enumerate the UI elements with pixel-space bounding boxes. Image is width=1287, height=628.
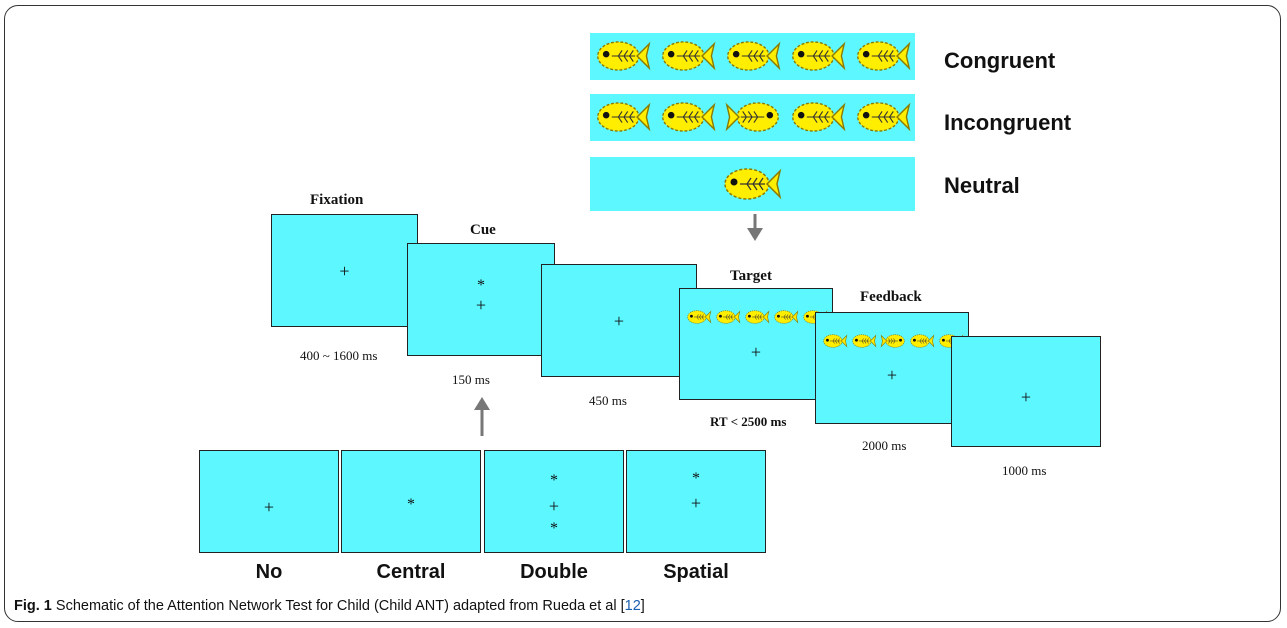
double-cue-screen: * + * xyxy=(484,450,624,553)
fish-icon xyxy=(822,333,848,349)
down-arrow-icon xyxy=(747,214,763,241)
fixation-screen: + xyxy=(271,214,418,327)
interval-screen: + xyxy=(541,264,697,377)
incongruent-label: Incongruent xyxy=(944,110,1072,135)
feedback-title: Feedback xyxy=(860,289,922,305)
feedback-duration: 2000 ms xyxy=(862,438,907,453)
fixation-duration: 400 ~ 1600 ms xyxy=(300,348,378,363)
feedback-screen: + xyxy=(815,312,969,424)
target-duration: RT < 2500 ms xyxy=(710,414,787,429)
figure-frame xyxy=(4,5,1281,622)
spatial-cue-screen: * + xyxy=(626,450,766,553)
fish-icon xyxy=(659,38,717,74)
feedback-cross-icon: + xyxy=(886,364,898,385)
congruent-label: Congruent xyxy=(944,48,1056,73)
feedback-fish-row xyxy=(820,331,966,351)
fish-icon xyxy=(789,38,847,74)
spatial-cue-cross-icon: + xyxy=(690,492,702,513)
target-screen: + xyxy=(679,288,833,400)
central-cue-screen: * xyxy=(341,450,481,553)
cue-cross-icon: + xyxy=(475,295,487,316)
fish-icon xyxy=(724,99,782,135)
fish-icon xyxy=(789,99,847,135)
caption-text: Schematic of the Attention Network Test … xyxy=(51,598,625,614)
up-arrow-icon xyxy=(474,397,490,436)
target-title: Target xyxy=(730,268,772,284)
spatial-cue-label: Spatial xyxy=(663,561,729,583)
double-cue-label: Double xyxy=(520,561,588,583)
interval-duration: 450 ms xyxy=(589,393,627,408)
fish-icon xyxy=(880,333,906,349)
fish-icon xyxy=(594,99,652,135)
final-cross-icon: + xyxy=(1020,386,1032,407)
caption-figure-label: Fig. 1 xyxy=(14,598,52,614)
fish-icon xyxy=(659,99,717,135)
fish-icon xyxy=(744,309,770,325)
fish-icon xyxy=(854,99,912,135)
cue-screen: * + xyxy=(407,243,555,356)
congruent-strip xyxy=(590,33,915,80)
fish-icon xyxy=(909,333,935,349)
spatial-cue-star-icon: * xyxy=(692,470,700,488)
no-cue-cross-icon: + xyxy=(263,496,275,517)
interval-cross-icon: + xyxy=(613,310,625,331)
no-cue-screen: + xyxy=(199,450,339,553)
incongruent-fish-row xyxy=(590,94,915,141)
no-cue-label: No xyxy=(255,561,283,583)
cue-star-icon: * xyxy=(477,277,485,295)
fish-icon xyxy=(715,309,741,325)
central-cue-label: Central xyxy=(376,561,446,583)
fixation-title: Fixation xyxy=(310,192,364,208)
final-duration: 1000 ms xyxy=(1002,463,1047,478)
fish-icon xyxy=(686,309,712,325)
double-cue-cross-icon: + xyxy=(548,495,560,516)
cue-duration: 150 ms xyxy=(452,372,490,387)
double-cue-bottom-star-icon: * xyxy=(550,519,558,537)
double-cue-top-star-icon: * xyxy=(550,472,558,490)
fish-icon xyxy=(854,38,912,74)
neutral-strip xyxy=(590,157,915,211)
incongruent-strip xyxy=(590,94,915,141)
fish-icon xyxy=(594,38,652,74)
neutral-fish-icon xyxy=(724,168,782,200)
target-cross-icon: + xyxy=(750,341,762,362)
fish-icon xyxy=(724,38,782,74)
figure-caption: Fig. 1 Schematic of the Attention Networ… xyxy=(14,598,645,614)
congruent-fish-row xyxy=(590,33,915,80)
target-fish-row xyxy=(684,307,830,327)
cue-title: Cue xyxy=(470,222,496,238)
fish-icon xyxy=(773,309,799,325)
final-screen: + xyxy=(951,336,1101,447)
neutral-label: Neutral xyxy=(944,173,1020,198)
central-cue-star-icon: * xyxy=(407,495,415,513)
fish-icon xyxy=(851,333,877,349)
caption-close-bracket: ] xyxy=(640,598,645,614)
caption-reference-link[interactable]: 12 xyxy=(624,598,641,614)
fixation-cross-icon: + xyxy=(339,260,350,281)
